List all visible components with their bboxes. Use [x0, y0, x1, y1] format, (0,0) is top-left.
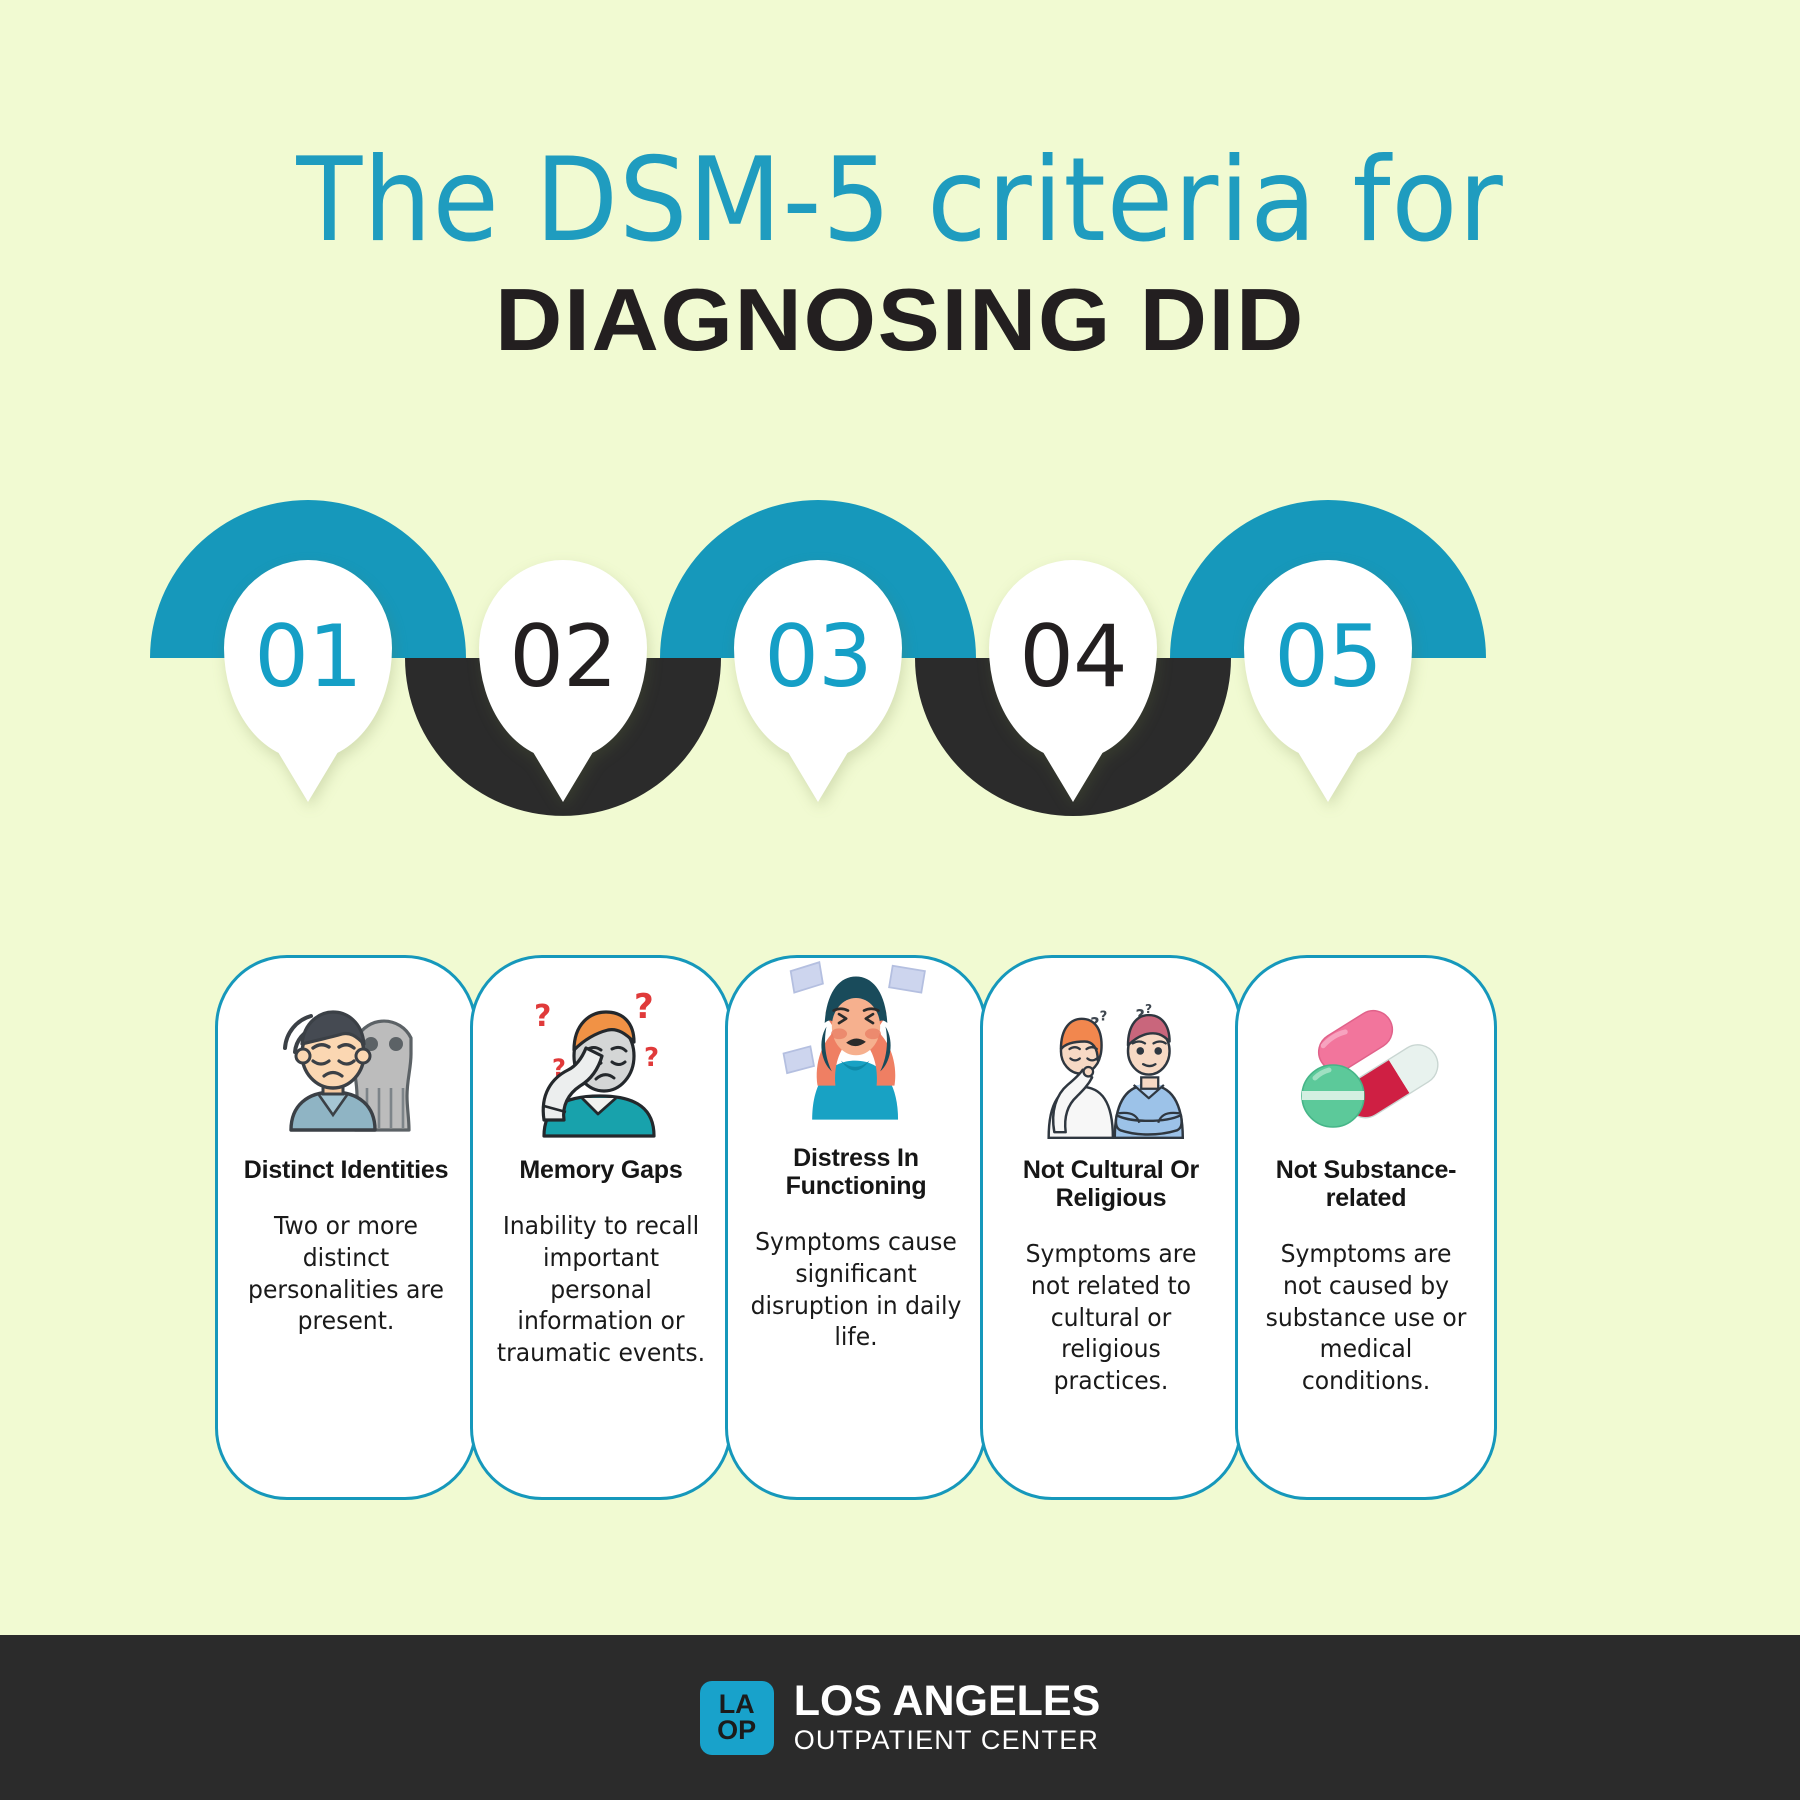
badge-number: 03: [764, 607, 872, 707]
card-body: Symptoms are not caused by substance use…: [1265, 1239, 1467, 1395]
card-body: Two or more distinct personalities are p…: [248, 1211, 444, 1336]
svg-text:?: ?: [1136, 1006, 1145, 1025]
step-badge-02[interactable]: 02: [479, 560, 647, 802]
confused-person-question-marks-icon: ? ? ? ?: [516, 992, 686, 1142]
step-badge-04[interactable]: 04: [989, 560, 1157, 802]
brand-line-2: OUTPATIENT CENTER: [793, 1724, 1100, 1755]
criteria-cards: Distinct Identities Two or more distinct…: [0, 955, 1800, 1515]
badge-shape: [479, 560, 647, 760]
step-badge-05[interactable]: 05: [1244, 560, 1412, 802]
card-body: Symptoms cause significant disruption in…: [750, 1227, 962, 1352]
criteria-card-3[interactable]: Distress In Functioning Symptoms cause s…: [725, 955, 987, 1500]
card-title: Distress In Functioning: [785, 1144, 927, 1200]
badge-shape: [224, 560, 392, 760]
laop-logo-icon: LA OP: [699, 1680, 774, 1755]
step-badge-01[interactable]: 01: [224, 560, 392, 802]
criteria-card-4[interactable]: ? ? ? ?: [980, 955, 1242, 1500]
badge-number: 04: [1019, 607, 1127, 707]
step-badges: 01 02 03 04 05: [0, 470, 1800, 830]
page-title: The DSM-5 criteria for DIAGNOSING DID: [0, 140, 1800, 369]
brand-text: LOS ANGELES OUTPATIENT CENTER: [793, 1676, 1101, 1756]
card-title: Distinct Identities: [243, 1156, 449, 1184]
two-people-thinking-icon: ? ? ? ?: [1026, 992, 1196, 1142]
svg-text:?: ?: [1145, 1002, 1152, 1016]
card-title: Memory Gaps: [519, 1156, 683, 1184]
badge-shape: [989, 560, 1157, 760]
svg-text:?: ?: [534, 999, 551, 1034]
logo-mark-line-1: LA: [718, 1688, 755, 1719]
criteria-card-5[interactable]: Not Substance-related Symptoms are not c…: [1235, 955, 1497, 1500]
svg-text:?: ?: [634, 992, 654, 1027]
card-title: Not Substance-related: [1275, 1156, 1457, 1212]
person-with-shadow-figure-icon: [261, 992, 431, 1142]
badge-number: 02: [509, 607, 617, 707]
logo-mark-line-2: OP: [717, 1714, 757, 1745]
stressed-woman-pulling-hair-icon: [771, 938, 941, 1130]
card-body: Symptoms are not related to cultural or …: [1025, 1239, 1197, 1395]
card-title: Not Cultural Or Religious: [1022, 1156, 1200, 1212]
title-line-2: DIAGNOSING DID: [494, 269, 1306, 369]
criteria-card-1[interactable]: Distinct Identities Two or more distinct…: [215, 955, 477, 1500]
badge-shape: [734, 560, 902, 760]
criteria-card-2[interactable]: ? ? ? ?: [470, 955, 732, 1500]
brand-line-1: LOS ANGELES: [793, 1676, 1101, 1725]
svg-text:?: ?: [644, 1043, 659, 1073]
badge-number: 01: [254, 607, 362, 707]
badge-number: 05: [1274, 607, 1382, 707]
title-line-1: The DSM-5 criteria for: [296, 133, 1504, 268]
card-body: Inability to recall important personal i…: [496, 1211, 706, 1367]
footer-bar: LA OP LOS ANGELES OUTPATIENT CENTER: [0, 1635, 1800, 1800]
step-badge-03[interactable]: 03: [734, 560, 902, 802]
badge-shape: [1244, 560, 1412, 760]
svg-text:?: ?: [1100, 1010, 1108, 1025]
pills-and-capsules-icon: [1281, 992, 1451, 1142]
